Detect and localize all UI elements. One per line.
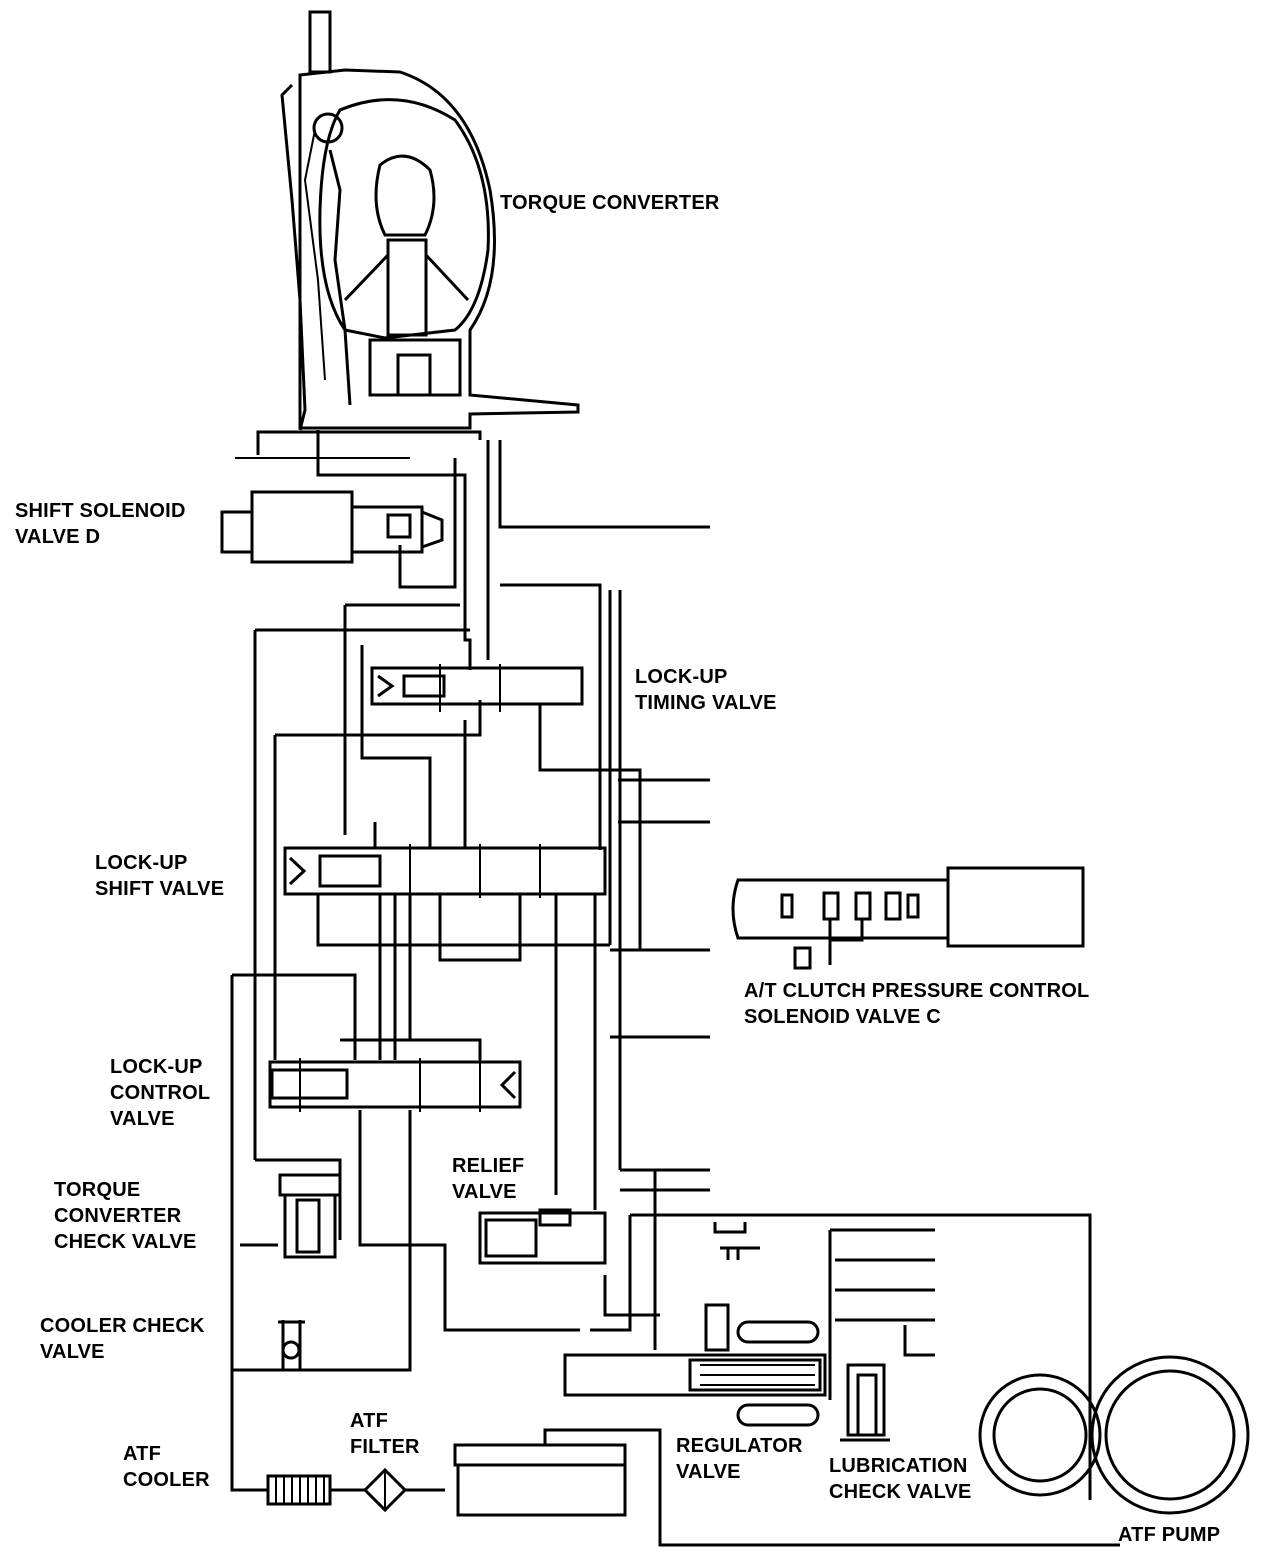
- label-relief-valve: RELIEF VALVE: [452, 1155, 525, 1203]
- label-regulator-valve: REGULATOR VALVE: [676, 1435, 803, 1483]
- label-lockup-timing-valve: LOCK-UP TIMING VALVE: [635, 666, 777, 714]
- label-at-clutch-pressure-control-solenoid-valve-c: A/T CLUTCH PRESSURE CONTROL SOLENOID VAL…: [744, 980, 1090, 1028]
- label-lockup-shift-valve: LOCK-UP SHIFT VALVE: [95, 852, 225, 900]
- label-shift-solenoid-valve-d: SHIFT SOLENOID VALVE D: [15, 500, 186, 548]
- relief-valve: [478, 1208, 607, 1265]
- label-atf-cooler: ATF COOLER: [123, 1443, 210, 1491]
- shift-solenoid-valve-d: [220, 490, 444, 564]
- torque-converter-check-valve: [278, 1173, 342, 1259]
- torque-converter: [280, 10, 580, 431]
- label-torque-converter-check-valve: TORQUE CONVERTER CHECK VALVE: [54, 1179, 197, 1253]
- cooler-check-valve: [278, 1320, 305, 1370]
- label-atf-pump: ATF PUMP: [1118, 1524, 1221, 1546]
- atf-reservoir: [453, 1443, 627, 1517]
- label-lubrication-check-valve: LUBRICATION CHECK VALVE: [829, 1455, 972, 1503]
- regulator-valve: [563, 1222, 827, 1427]
- lockup-timing-valve: [370, 664, 584, 712]
- label-atf-filter: ATF FILTER: [350, 1410, 420, 1458]
- atf-filter: [362, 1467, 408, 1513]
- hydraulic-lines: [230, 430, 1120, 1547]
- atf-pump: [978, 1355, 1250, 1515]
- atf-cooler: [266, 1474, 332, 1506]
- label-cooler-check-valve: COOLER CHECK VALVE: [40, 1315, 205, 1363]
- at-clutch-pressure-control-solenoid-valve-c: [731, 866, 1085, 970]
- lockup-control-valve: [268, 1058, 522, 1112]
- lubrication-check-valve: [840, 1363, 890, 1442]
- lockup-shift-valve: [283, 844, 607, 898]
- label-lockup-control-valve: LOCK-UP CONTROL VALVE: [110, 1056, 211, 1130]
- label-torque-converter: TORQUE CONVERTER: [500, 192, 720, 214]
